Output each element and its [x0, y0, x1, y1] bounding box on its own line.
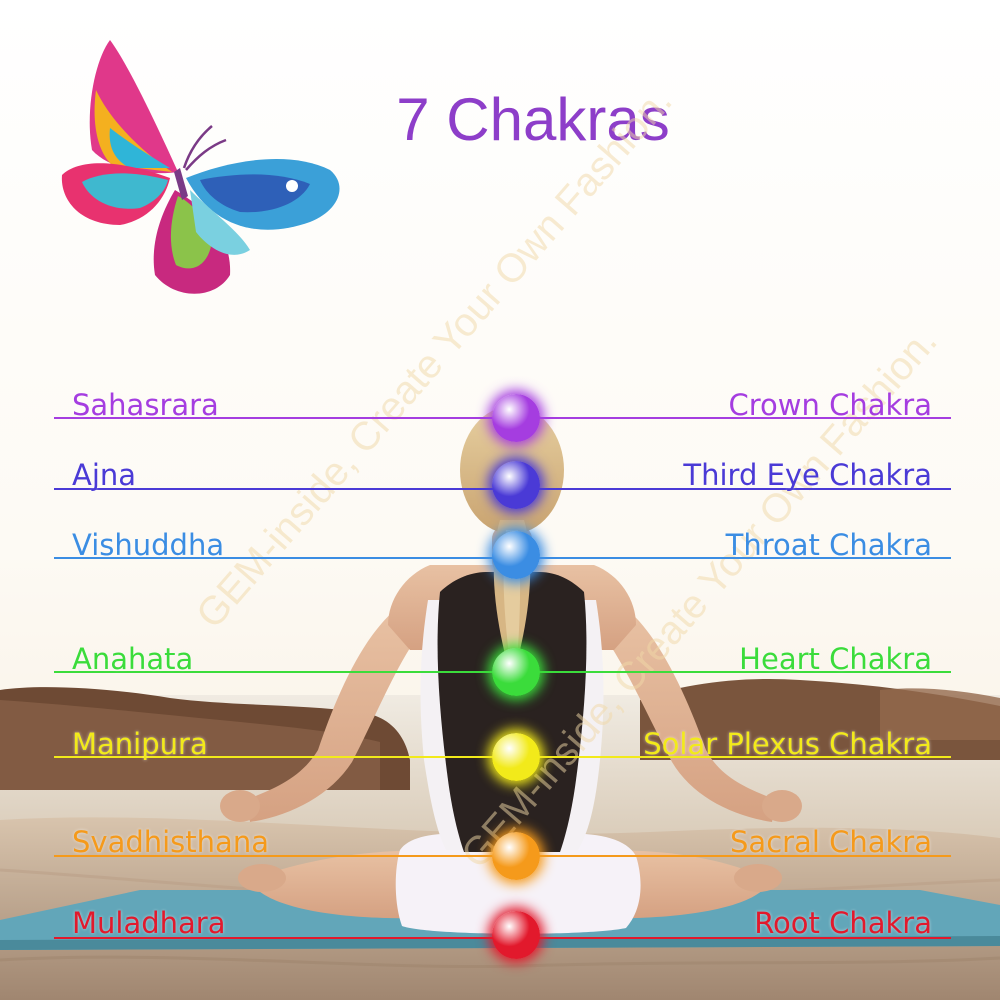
butterfly-logo — [61, 40, 340, 294]
chakra-orb — [492, 531, 540, 579]
chakra-orb — [492, 461, 540, 509]
chakra-sanskrit-label: Sahasrara — [72, 388, 219, 422]
page-title: 7 Chakras — [396, 86, 670, 153]
chakra-english-label: Sacral Chakra — [730, 825, 932, 859]
rocks-right — [640, 678, 1000, 760]
chakra-english-label: Solar Plexus Chakra — [643, 727, 932, 761]
chakra-sanskrit-label: Anahata — [72, 642, 194, 676]
chakra-english-label: Crown Chakra — [728, 388, 932, 422]
chakra-english-label: Throat Chakra — [725, 528, 932, 562]
chakra-sanskrit-label: Vishuddha — [72, 528, 225, 562]
chakra-sanskrit-label: Ajna — [72, 458, 137, 492]
chakra-sanskrit-label: Manipura — [72, 727, 208, 761]
chakra-english-label: Heart Chakra — [739, 642, 932, 676]
chakra-sanskrit-label: Muladhara — [72, 906, 226, 940]
chakra-orb — [492, 832, 540, 880]
chakra-english-label: Root Chakra — [754, 906, 932, 940]
chakra-orb — [492, 394, 540, 442]
chakra-orb — [492, 733, 540, 781]
chakra-sanskrit-label: Svadhisthana — [72, 825, 269, 859]
chakra-english-label: Third Eye Chakra — [683, 458, 932, 492]
chakra-orb — [492, 648, 540, 696]
chakra-orb — [492, 911, 540, 959]
